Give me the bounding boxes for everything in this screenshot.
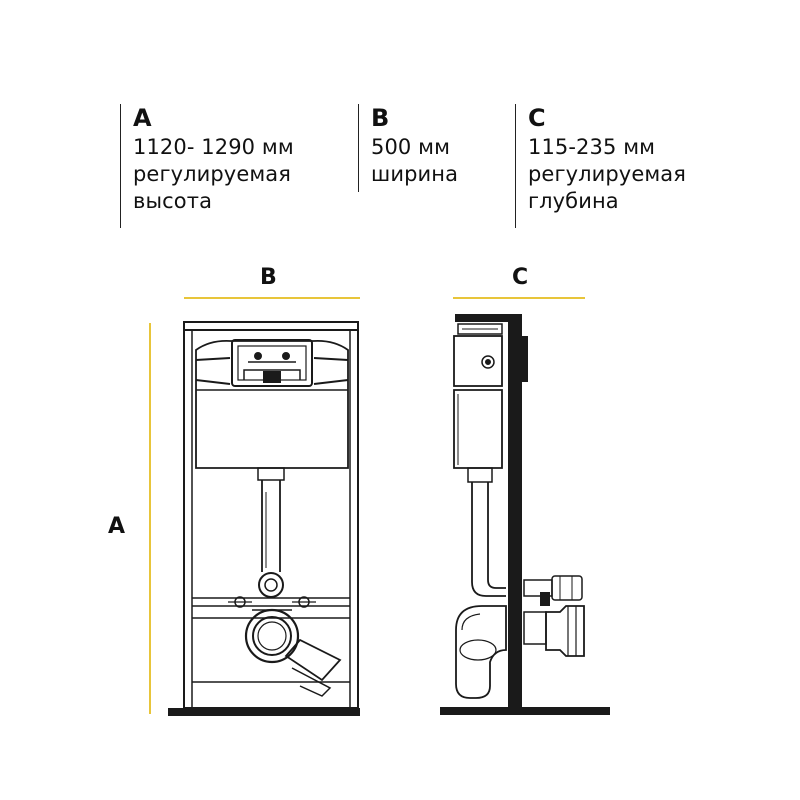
spec-b-desc-1: ширина (371, 162, 459, 186)
spec-a-desc-2: высота (133, 189, 213, 213)
floor-side (440, 707, 610, 715)
dim-label-c: C (512, 265, 528, 290)
spec-c-value: 115-235 мм (528, 135, 656, 159)
floor-front (168, 708, 360, 716)
spec-c-letter: C (528, 104, 546, 132)
spec-b: B 500 мм ширина (358, 104, 458, 192)
spec-b-value: 500 мм (371, 135, 451, 159)
spec-a-letter: A (133, 104, 152, 132)
dim-label-a: A (108, 514, 125, 539)
frame-front-view (183, 321, 359, 709)
frame-side-view (453, 314, 585, 708)
spec-a: A 1120- 1290 мм регулируемая высота (120, 104, 294, 228)
spec-c-desc-1: регулируемая (528, 162, 687, 186)
dim-label-b: B (260, 265, 277, 290)
spec-a-value: 1120- 1290 мм (133, 135, 294, 159)
spec-b-letter: B (371, 104, 390, 132)
spec-a-desc-1: регулируемая (133, 162, 292, 186)
spec-c-desc-2: глубина (528, 189, 619, 213)
spec-c: C 115-235 мм регулируемая глубина (515, 104, 686, 228)
